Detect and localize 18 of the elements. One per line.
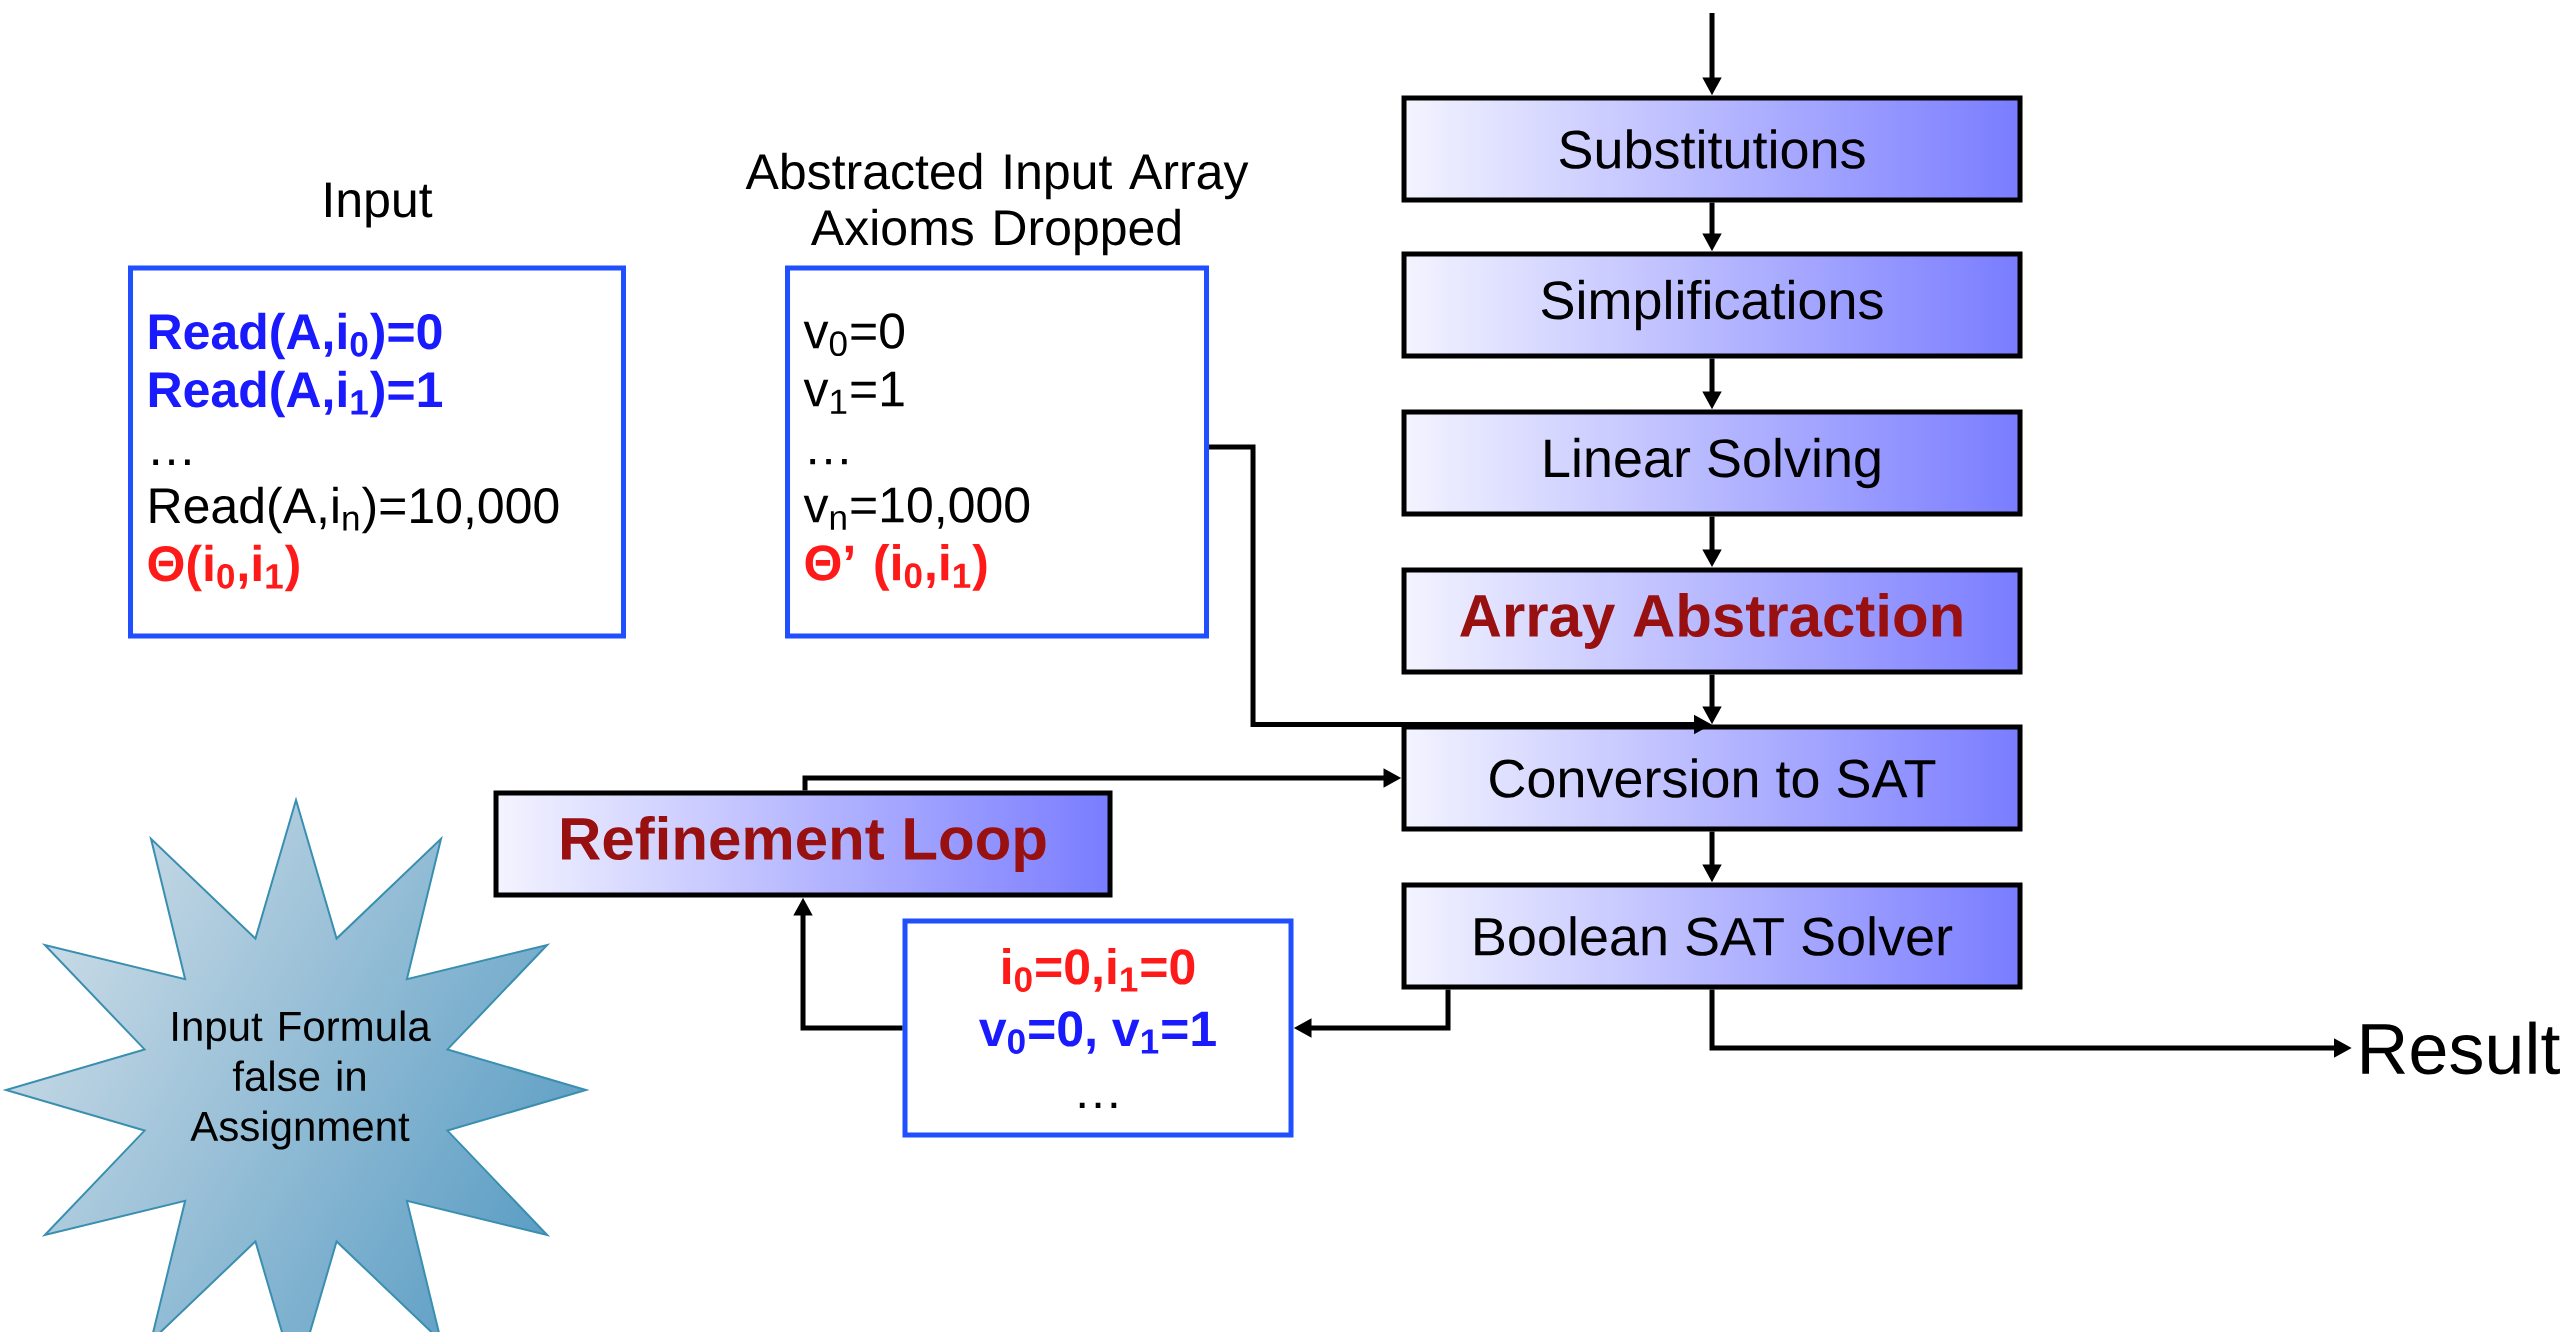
assignment-box: i$_{0}$=0,i$_{1}$=0 v$_{0}$=0, v$_{1}$=1 … [902, 918, 1294, 1138]
node-label: Read(A,i$_{n}$)=10,000 [150, 486, 559, 534]
node-label: … [153, 459, 190, 465]
node-label: Read(A,i$_{1}$)=1 [149, 370, 443, 418]
result-label: Result [2362, 1021, 2560, 1075]
formula-box: v$_{0}$=0 v$_{1}$=1 … v$_{n}$=10,000 Θ’ (i$_{0}$,i$_{1}$) [785, 265, 1209, 639]
box-heading: Abstracted Input Array Axioms Dropped [745, 152, 1249, 256]
process-box: Array Abstraction [1401, 567, 2023, 675]
process-box: Simplifications [1401, 251, 2023, 359]
process-box: Substitutions [1401, 95, 2023, 203]
process-box: Linear Solving [1401, 409, 2023, 517]
formula-box: Read(A,i$_{0}$)=0 Read(A,i$_{1}$)=1 … Read(A,i$_{n}$)=10,000 Θ(i$_{0}$,i$_{1}$) [128, 265, 626, 639]
box-heading: Input [326, 182, 433, 228]
process-box: Conversion to SAT [1401, 724, 2023, 832]
node-label: Read(A,i$_{0}$)=0 [149, 312, 442, 360]
process-box: Boolean SAT Solver [1401, 882, 2023, 990]
process-box: Refinement Loop [493, 790, 1113, 898]
node-label: Θ(i$_{0}$,i$_{1}$) [148, 544, 299, 592]
